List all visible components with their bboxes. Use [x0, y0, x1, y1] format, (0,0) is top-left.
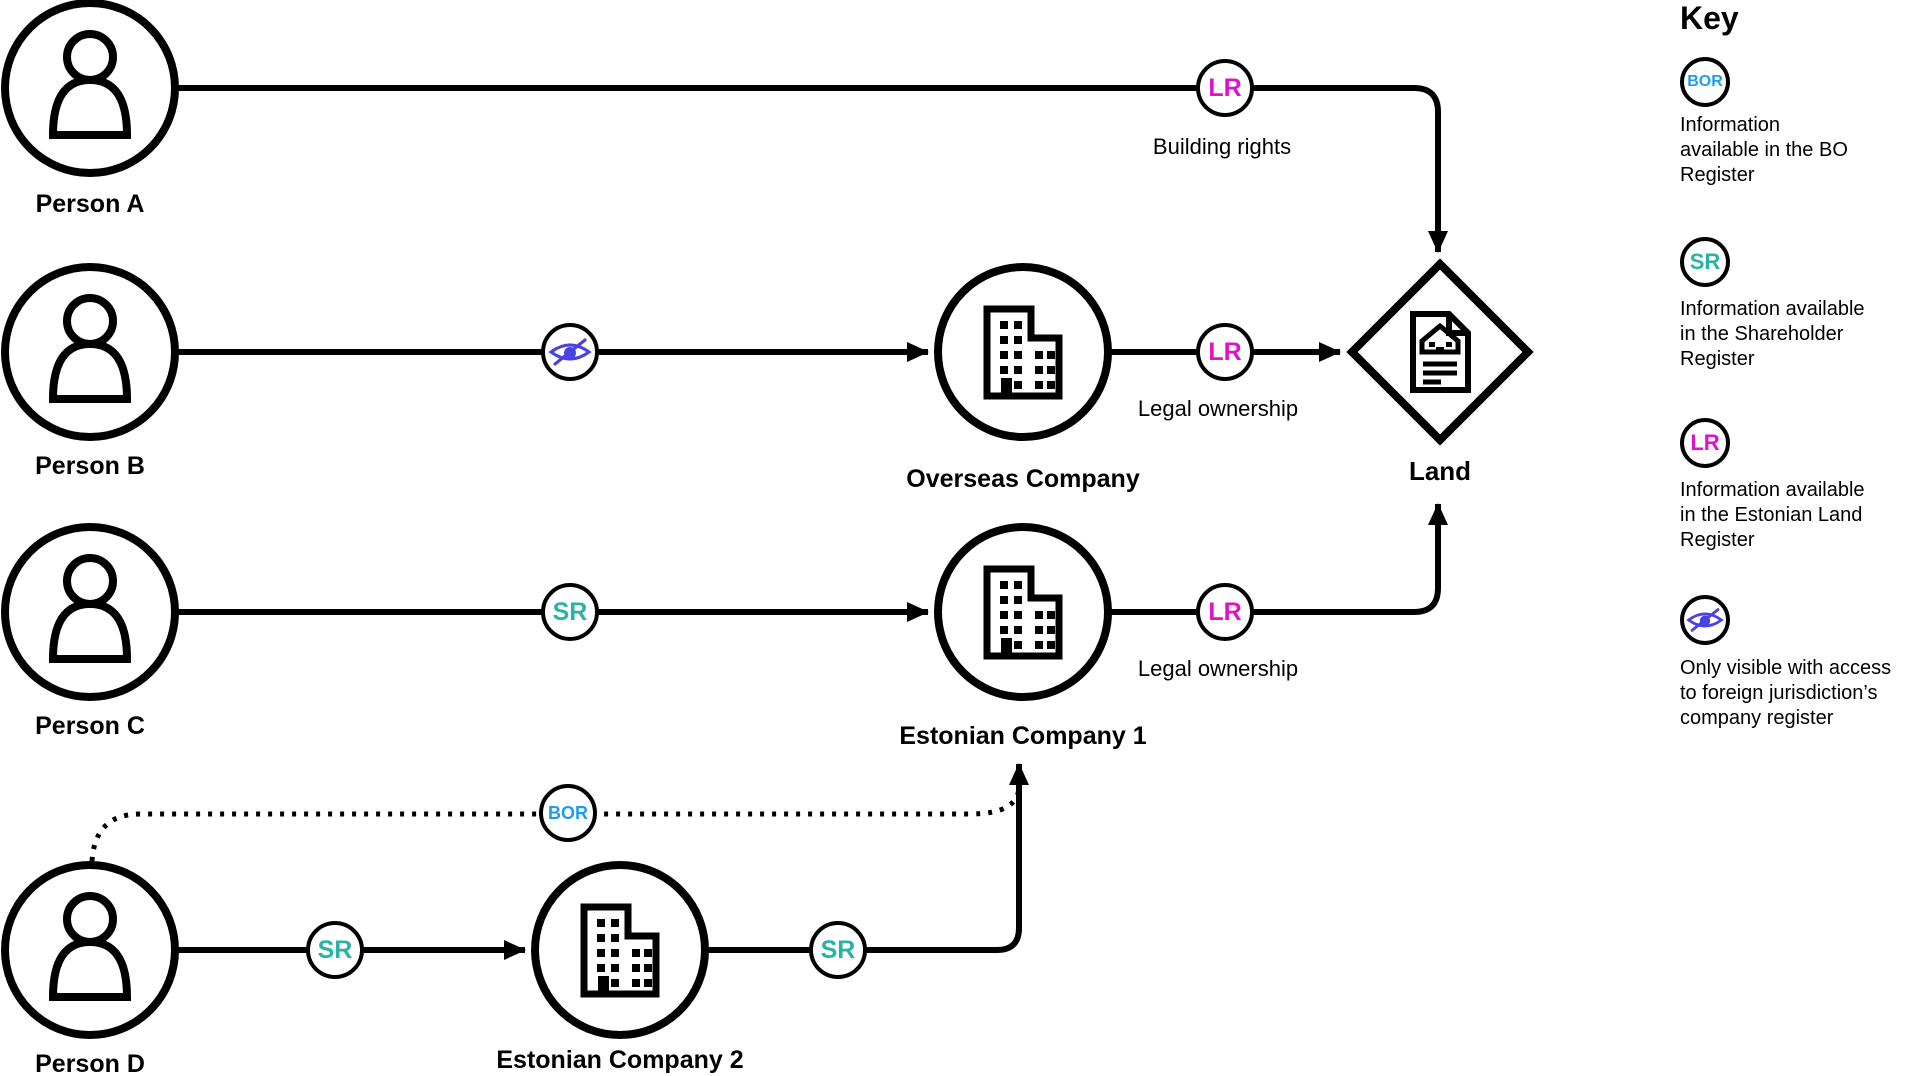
land-node	[1346, 258, 1534, 446]
key-text-lr: Information available in the Estonian La…	[1680, 479, 1865, 551]
overseas-company-label: Overseas Company	[906, 465, 1140, 493]
badge-label: LR	[1208, 337, 1242, 366]
estonian-company-2-node	[531, 861, 709, 1039]
hidden-eye-icon	[1687, 608, 1723, 632]
badge-sr-person-c: SR	[541, 583, 599, 641]
person-a-node	[1, 0, 179, 177]
key-title: Key	[1680, 0, 1739, 36]
badge-bor-person-d: BOR	[539, 784, 597, 842]
edge-person-a-to-land	[178, 85, 1448, 253]
badge-label: LR	[1208, 597, 1242, 626]
badge-lr-building-rights: LR	[1196, 59, 1254, 117]
key-text-sr: Information available in the Shareholder…	[1680, 298, 1865, 370]
badge-label: SR	[317, 935, 353, 964]
badge-label: LR	[1690, 430, 1720, 455]
key-badge-sr: SR	[1680, 237, 1730, 287]
person-b-label: Person B	[35, 452, 145, 480]
deed-document-icon	[1410, 311, 1471, 393]
person-d-label: Person D	[35, 1050, 145, 1076]
hidden-eye-icon	[549, 338, 591, 366]
key-badge-hidden-eye	[1680, 595, 1730, 645]
key-badge-lr: LR	[1680, 418, 1730, 468]
edge-person-d-bor-dotted	[89, 785, 1022, 862]
badge-sr-person-d: SR	[306, 921, 364, 979]
badge-sr-estonian2: SR	[809, 921, 867, 979]
person-a-label: Person A	[35, 190, 145, 218]
badge-label: BOR	[1687, 73, 1723, 90]
badge-label: LR	[1208, 73, 1242, 102]
badge-lr-legal-ownership-overseas: LR	[1196, 323, 1254, 381]
estonian-company-2-label: Estonian Company 2	[496, 1046, 744, 1074]
key-text-hidden-eye: Only visible with access to foreign juri…	[1680, 657, 1892, 729]
person-b-node	[1, 263, 179, 441]
key-text-bor: Information available in the BO Register	[1680, 114, 1848, 186]
legal-ownership-label-overseas: Legal ownership	[1137, 396, 1299, 421]
person-c-label: Person C	[35, 712, 145, 740]
badge-label: SR	[552, 597, 588, 626]
key-badge-bor: BOR	[1680, 57, 1730, 107]
person-c-node	[1, 523, 179, 701]
badge-label: BOR	[548, 802, 588, 823]
badge-hidden-eye	[541, 323, 599, 381]
badge-label: SR	[1689, 249, 1721, 274]
person-d-node	[1, 861, 179, 1039]
estonian-company-1-label: Estonian Company 1	[899, 722, 1147, 750]
badge-label: SR	[820, 935, 856, 964]
land-label: Land	[1408, 456, 1472, 486]
edge-estonian-company-2-to-estonian-company-1	[705, 763, 1029, 953]
key-panel: Key BOR Information available in the BO …	[1680, 0, 1925, 1076]
estonian-company-1-node	[934, 523, 1112, 701]
building-rights-label: Building rights	[1152, 134, 1292, 159]
overseas-company-node	[934, 263, 1112, 441]
badge-lr-legal-ownership-estonian1: LR	[1196, 583, 1254, 641]
edge-estonian-company-1-to-land	[1108, 503, 1448, 615]
legal-ownership-label-estonian1: Legal ownership	[1137, 656, 1299, 681]
